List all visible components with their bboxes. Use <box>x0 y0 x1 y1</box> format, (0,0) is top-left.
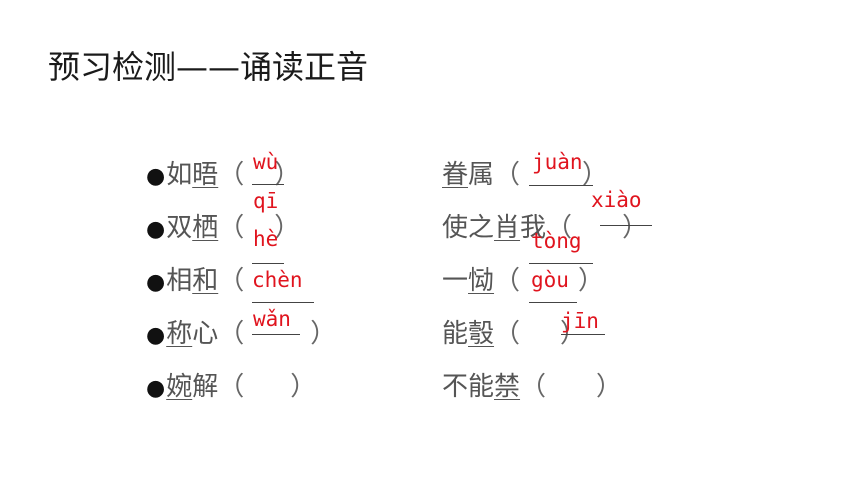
paren-close: ） <box>274 160 301 190</box>
bullet-icon: ● <box>146 376 166 401</box>
pinyin-answer-gou: gòu <box>531 268 569 292</box>
pinyin-answer-wan: wǎn <box>253 307 291 331</box>
item-target-char: 恸 <box>468 266 495 296</box>
bullet-icon: ● <box>146 164 166 189</box>
pinyin-answer-tong: tòng <box>531 229 582 253</box>
answer-blank-line <box>252 184 284 185</box>
item-chenxin: ●称心（ ） <box>146 318 336 352</box>
item-yitong: 一恸（ ） <box>442 265 604 297</box>
answer-blank-line <box>600 225 652 226</box>
answer-blank-line <box>529 263 593 264</box>
item-shuangqi: ●双栖（ ） <box>146 212 300 246</box>
bullet-icon: ● <box>146 270 166 295</box>
paren-close: ） <box>274 213 301 243</box>
paren-close: ） <box>622 213 649 243</box>
pinyin-answer-qi: qī <box>253 189 279 213</box>
paren-open: （ <box>494 319 521 349</box>
answer-blank-line <box>529 185 593 186</box>
answer-blank-line <box>252 302 314 303</box>
item-text-post: 我 <box>520 213 547 243</box>
paren-open: （ <box>218 213 245 243</box>
item-target-char: 和 <box>192 266 219 296</box>
pinyin-answer-wu: wù <box>253 150 279 174</box>
item-target-char: 婉 <box>166 372 193 402</box>
pinyin-answer-juan: juàn <box>532 150 583 174</box>
item-target-char: 栖 <box>192 213 219 243</box>
item-text-pre: 能 <box>442 319 469 349</box>
item-xianghe: ●相和（ <box>146 265 244 299</box>
item-nenggou: 能彀（） <box>442 318 586 350</box>
pinyin-answer-he: hè <box>253 227 279 251</box>
paren-open: （ <box>218 319 245 349</box>
paren-open: （ <box>218 266 245 296</box>
paren-open: （ <box>218 372 245 402</box>
answer-blank-line <box>252 263 284 264</box>
pinyin-answer-jin: jīn <box>561 309 599 333</box>
item-target-char: 禁 <box>494 372 521 402</box>
paren-open: （ <box>494 160 521 190</box>
paren-close: ） <box>310 319 337 349</box>
item-text-pre: 相 <box>166 266 193 296</box>
bullet-icon: ● <box>146 217 166 242</box>
item-text-pre: 使之 <box>442 213 495 243</box>
page-title: 预习检测——诵读正音 <box>48 48 369 86</box>
item-text-post: 属 <box>468 160 495 190</box>
item-text-pre: 一 <box>442 266 469 296</box>
paren-open: （ <box>218 160 245 190</box>
answer-blank-line <box>561 334 605 335</box>
item-target-char: 称 <box>166 319 193 349</box>
answer-blank-line <box>529 302 577 303</box>
item-target-char: 眷 <box>442 160 469 190</box>
item-target-char: 晤 <box>192 160 219 190</box>
paren-open: （ <box>520 372 547 402</box>
item-wanjie: ●婉解（ ） <box>146 371 316 405</box>
item-shizhixiaowo: 使之肖我（ ） <box>442 212 648 244</box>
paren-open: （ <box>546 213 573 243</box>
item-text-post: 心 <box>192 319 219 349</box>
item-target-char: 彀 <box>468 319 495 349</box>
answer-blank-line <box>252 334 300 335</box>
pinyin-answer-chen: chèn <box>252 268 303 292</box>
paren-close: ） <box>290 372 317 402</box>
item-text-pre: 如 <box>166 160 193 190</box>
item-ruwu: ●如晤（ ） <box>146 159 300 193</box>
item-text-post: 解 <box>192 372 219 402</box>
pinyin-answer-xiao: xiào <box>591 188 642 212</box>
paren-close: ） <box>578 266 605 296</box>
paren-open: （ <box>494 266 521 296</box>
paren-close: ） <box>596 372 623 402</box>
item-target-char: 肖 <box>494 213 521 243</box>
item-juanshu: 眷属（） <box>442 159 608 191</box>
item-bunengjin: 不能禁（ ） <box>442 371 622 403</box>
item-text-pre: 不能 <box>442 372 495 402</box>
item-text-pre: 双 <box>166 213 193 243</box>
bullet-icon: ● <box>146 323 166 348</box>
